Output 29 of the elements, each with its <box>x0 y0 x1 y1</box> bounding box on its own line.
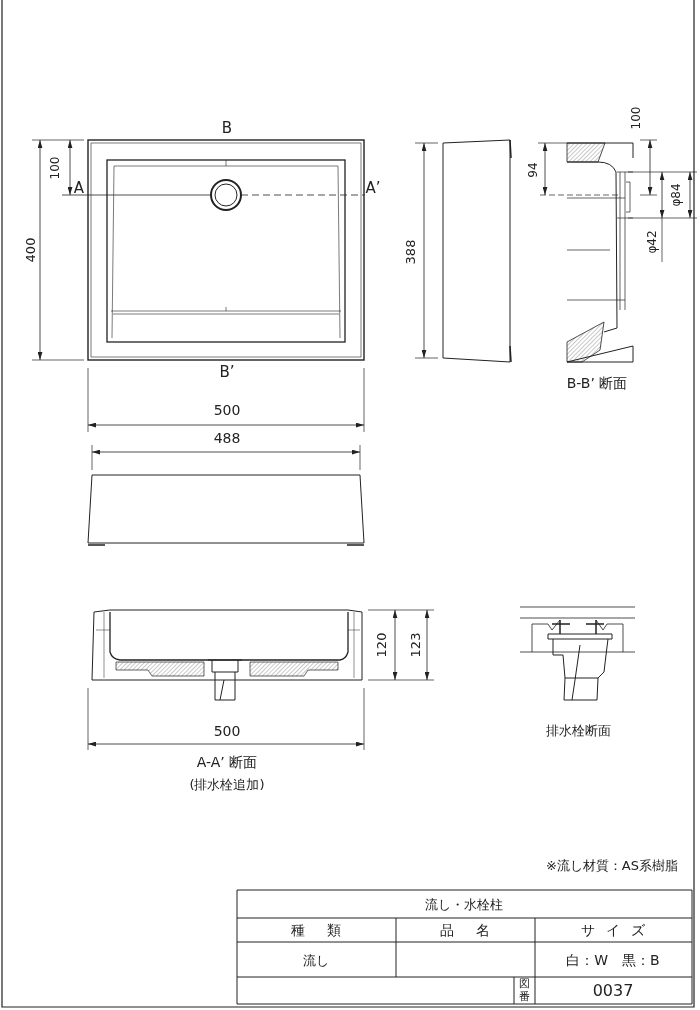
dimension-text: 100 <box>49 156 61 180</box>
dimension-text: 120 <box>374 632 388 658</box>
dimension-text: φ84 <box>670 183 682 207</box>
table-entry: 白：W 黒：B <box>566 953 660 967</box>
dimension-text: φ42 <box>646 230 658 254</box>
column-header: サイズ <box>579 923 657 937</box>
drawing-number: 0037 <box>592 983 634 999</box>
section-marker: B’ <box>219 364 235 380</box>
section-marker: B <box>221 120 233 136</box>
table-entry: 流し <box>303 953 329 967</box>
view-caption: B-B’ 断面 <box>566 376 628 390</box>
dimension-text: 488 <box>213 431 241 445</box>
view-caption: A-A’ 断面 <box>196 755 258 769</box>
dimension-text: 100 <box>630 106 642 130</box>
dimension-text: 400 <box>23 237 37 263</box>
dimension-text: 500 <box>213 403 241 417</box>
dimension-text: 94 <box>527 162 539 178</box>
dimension-text: 123 <box>408 632 422 658</box>
dimension-text: 500 <box>213 724 241 738</box>
dimension-text: 388 <box>403 239 417 265</box>
note-text: ※流し材質：AS系樹脂 <box>546 858 678 872</box>
table-title: 流し・水栓柱 <box>425 897 503 911</box>
view-caption: (排水栓追加) <box>189 777 265 791</box>
view-caption: 排水栓断面 <box>545 723 611 737</box>
column-header: 種類 <box>289 923 364 937</box>
section-marker: A’ <box>365 180 381 196</box>
column-header: 品名 <box>438 923 513 937</box>
section-marker: A <box>73 180 85 196</box>
table-entry: 図番 <box>518 978 530 1004</box>
